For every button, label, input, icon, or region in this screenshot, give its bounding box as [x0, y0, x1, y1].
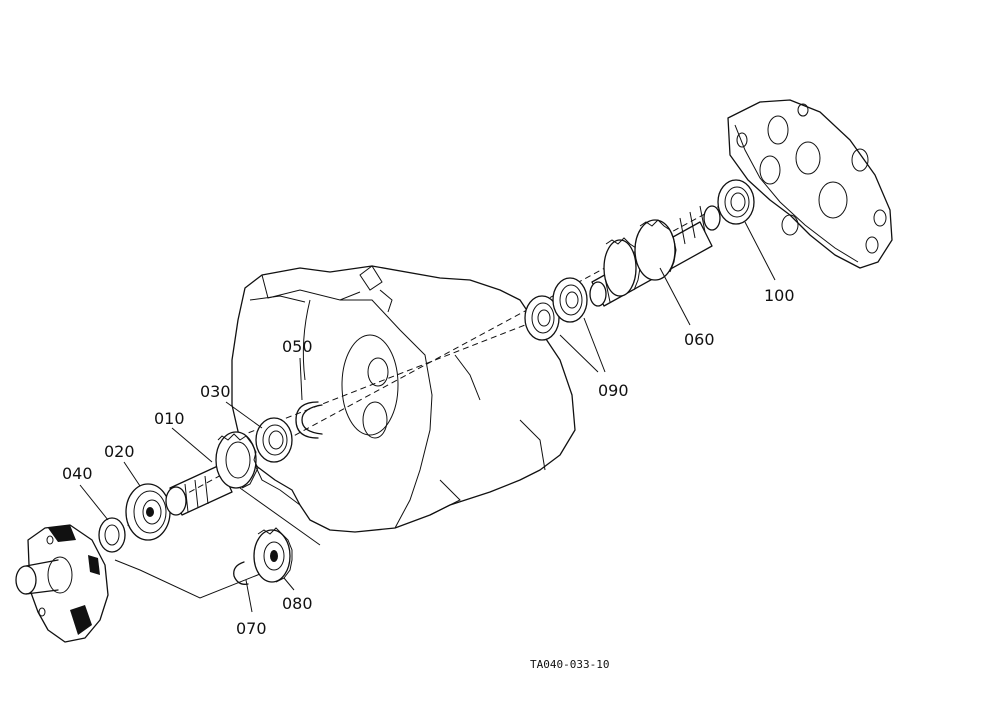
part-070-snap-ring [233, 561, 249, 585]
part-label-070: 070 [236, 619, 267, 638]
cover-plate [727, 99, 893, 269]
part-label-050: 050 [282, 337, 313, 356]
part-050-snap-ring [295, 401, 323, 439]
part-040-seal [98, 517, 126, 553]
part-label-100: 100 [764, 286, 795, 305]
part-090-bearing-a [524, 295, 560, 341]
part-080-gear [253, 527, 293, 583]
part-100-bearing [717, 179, 755, 225]
part-label-020: 020 [104, 442, 135, 461]
leader-lines [79, 221, 776, 613]
part-label-060: 060 [684, 330, 715, 349]
part-020-bearing [125, 483, 171, 541]
part-label-040: 040 [62, 464, 93, 483]
transmission-housing [231, 265, 576, 533]
part-090-bearing-b [552, 277, 588, 323]
part-label-030: 030 [200, 382, 231, 401]
drawing-code: TA040-033-10 [530, 658, 609, 671]
part-010-shaft-gear [165, 431, 259, 516]
part-030-bearing [255, 417, 293, 463]
part-060-countershaft [589, 205, 721, 307]
axis-line-lower [114, 487, 321, 599]
part-label-080: 080 [282, 594, 313, 613]
part-label-090: 090 [598, 381, 629, 400]
part-label-010: 010 [154, 409, 185, 428]
front-housing [15, 524, 109, 643]
